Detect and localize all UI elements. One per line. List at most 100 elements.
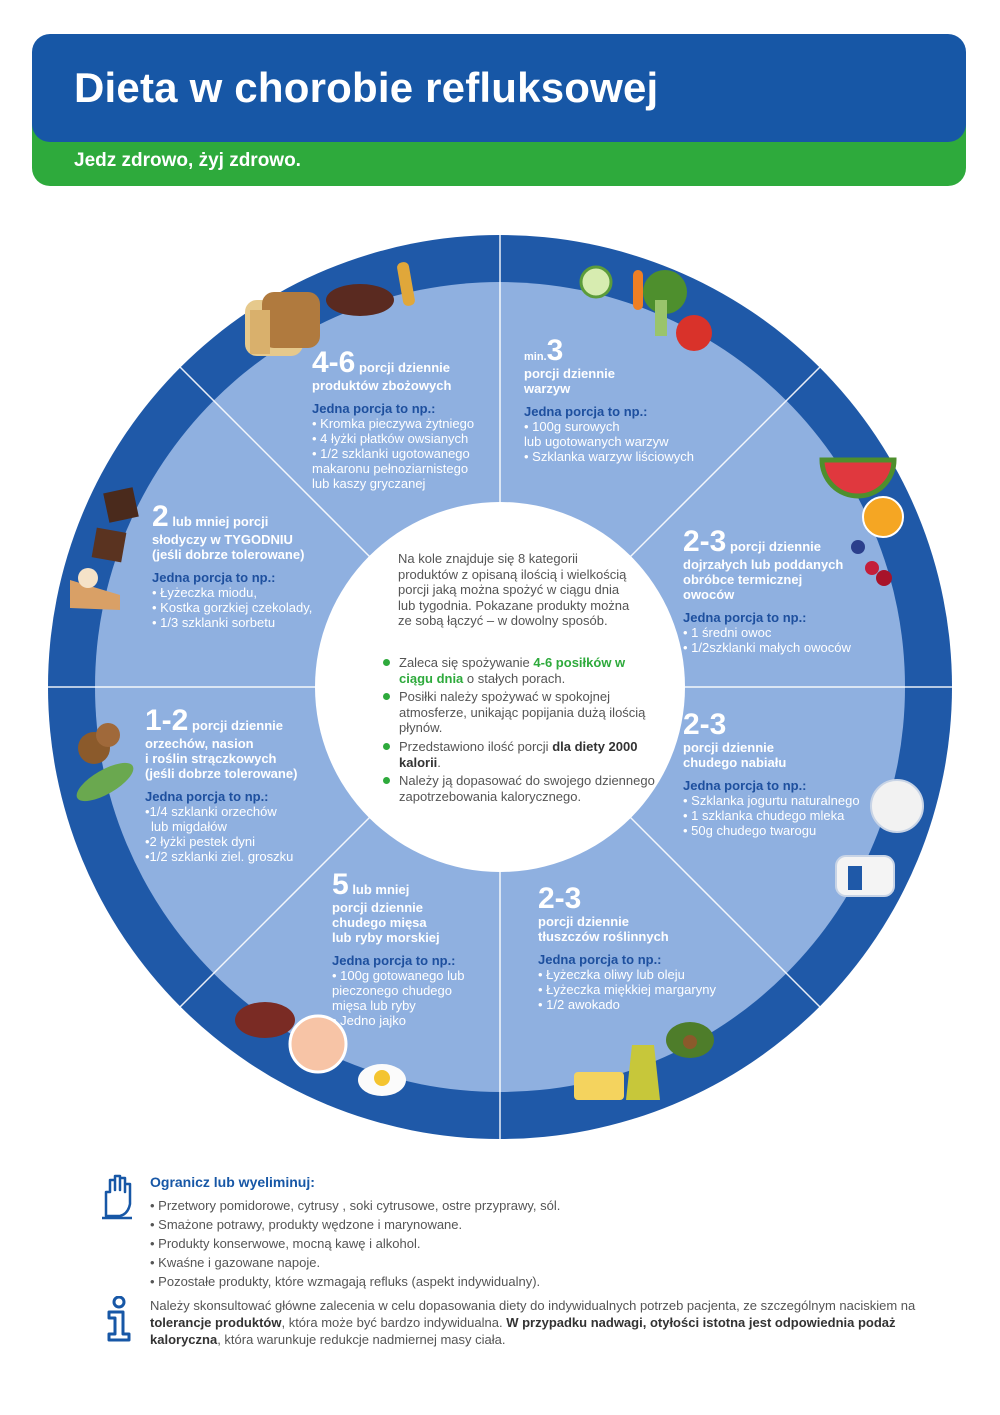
blueberry-icon [851, 540, 865, 554]
header-blue-band [32, 34, 966, 142]
list-item: • Łyżeczka miodu, [152, 585, 257, 600]
vegetables-head1: porcji dziennie [524, 366, 616, 381]
dairy-head1: porcji dziennie [683, 740, 775, 755]
info-note: Należy skonsultować główne zalecenia w c… [150, 1297, 960, 1348]
list-item: • 1 średni owoc [683, 625, 772, 640]
grains-head2: produktów zbożowych [312, 378, 452, 393]
vegetables-portion: 3 [546, 334, 564, 367]
list-item: • 1/2szklanki małych owoców [683, 640, 851, 655]
tomato-icon [676, 315, 712, 351]
list-item: • Kwaśne i gazowane napoje. [150, 1255, 321, 1270]
fruits-head2: dojrzałych lub poddanych [683, 557, 844, 572]
list-item: • 4 łyżki płatków owsianych [312, 431, 469, 446]
list-item: • Łyżeczka oliwy lub oleju [538, 967, 685, 982]
bullet-text: Przedstawiono ilość porcji [399, 739, 553, 754]
grains-portion: 4-6 [312, 346, 356, 379]
list-item: • 1/2 awokado [538, 997, 620, 1012]
sweets-sub: Jedna porcja to np.: [152, 570, 276, 585]
cherry-icon [865, 561, 892, 586]
segment-nuts: 1-2 porcji dziennie orzechów, nasion i r… [145, 704, 298, 865]
nuts-head3: i roślin strączkowych [145, 751, 277, 766]
fruits-head3: obróbce termicznej [683, 572, 803, 587]
list-item: • Smażone potrawy, produkty wędzone i ma… [150, 1217, 463, 1232]
dairy-portion: 2-3 [683, 708, 727, 741]
center-intro: Na kole znajduje się 8 kategorii produkt… [398, 551, 630, 628]
list-item: lub ugotowanych warzyw [524, 434, 669, 449]
center-bullet-meals: Zaleca się spożywanie 4-6 posiłków w cią… [383, 655, 655, 686]
list-item: • Jedno jajko [332, 1013, 406, 1028]
nuts-portion: 1-2 [145, 704, 189, 737]
fruits-portion: 2-3 [683, 525, 727, 558]
center-bullet-calories: Przedstawiono ilość porcji dla diety 200… [383, 739, 655, 770]
bullet-dot-icon [383, 777, 390, 784]
list-item: • Kromka pieczywa żytniego [312, 416, 475, 431]
sweets-head3: (jeśli dobrze tolerowane) [152, 547, 305, 562]
egg-icon [358, 1064, 406, 1096]
list-item: •1/2 szklanki ziel. groszku [145, 849, 294, 864]
list-item: • Łyżeczka miękkiej margaryny [538, 982, 716, 997]
list-item: lub migdałów [151, 819, 227, 834]
meat-portion: 5 [332, 868, 349, 901]
list-item: • 50g chudego twarogu [683, 823, 817, 838]
limit-title: Ogranicz lub wyeliminuj: [150, 1174, 315, 1190]
list-item: • 1 szklanka chudego mleka [683, 808, 845, 823]
cake-icon [70, 568, 120, 610]
fruits-head1: porcji dziennie [729, 539, 821, 554]
broccoli-icon [643, 270, 687, 336]
info-text: Należy skonsultować główne zalecenia w c… [150, 1298, 916, 1313]
chocolate-icon [91, 487, 139, 563]
orange-icon [862, 496, 904, 538]
bullet-bold: 4-6 posiłków w ciągu dnia [399, 655, 626, 686]
meat-sub: Jedna porcja to np.: [332, 953, 456, 968]
bullet-dot-icon [383, 743, 390, 750]
nuts-head1: porcji dziennie [191, 718, 283, 733]
info-bold: tolerancje produktów [150, 1315, 282, 1330]
list-item: • Kostka gorzkiej czekolady, [152, 600, 313, 615]
list-item: • 1/2 szklanki ugotowanego [312, 446, 470, 461]
carrot-icon [633, 270, 643, 310]
bullet-bold: dla diety 2000 kalorii [399, 739, 638, 770]
wheel-center-disc [315, 502, 685, 872]
bullet-text: o stałych porach. [463, 670, 566, 686]
bullet-dot-icon [383, 693, 390, 700]
fats-head1: porcji dziennie [538, 914, 630, 929]
list-item: • Pozostałe produkty, które wzmagają ref… [150, 1274, 541, 1289]
center-bullet-atmosphere: Posiłki należy spożywać w spokojnej atmo… [383, 689, 655, 736]
info-text: , która warunkuje redukcje nadmiernej ma… [217, 1332, 506, 1347]
fruits-head4: owoców [683, 587, 735, 602]
avocado-icon [666, 1022, 714, 1058]
sweets-head1: lub mniej porcji [172, 514, 269, 529]
info-text: , która może być bardzo indywidualna. [281, 1315, 507, 1330]
cucumber-icon [579, 265, 613, 299]
sweets-head2: słodyczy w TYGODNIU [152, 532, 293, 547]
bullet-text: Posiłki należy spożywać w spokojnej atmo… [399, 689, 646, 735]
list-item: • 100g gotowanego lub [332, 968, 465, 983]
list-item: pieczonego chudego [332, 983, 452, 998]
nuts-head2: orzechów, nasion [145, 736, 254, 751]
oil-bottle-icon [626, 1045, 660, 1100]
bullet-text: Należy ją dopasować do swojego dziennego… [399, 773, 655, 804]
list-item: •2 łyżki pestek dyni [145, 834, 256, 849]
fats-head2: tłuszczów roślinnych [538, 929, 669, 944]
vegetables-sub: Jedna porcja to np.: [524, 404, 648, 419]
list-item: • 1/3 szklanki sorbetu [152, 615, 276, 630]
list-item: lub kaszy gryczanej [312, 476, 426, 491]
bullet-text: . [437, 754, 441, 770]
meat-head3: chudego mięsa [332, 915, 427, 930]
nuts-head4: (jeśli dobrze tolerowane) [145, 766, 298, 781]
list-item: mięsa lub ryby [332, 998, 416, 1013]
list-item: • Produkty konserwowe, mocną kawę i alko… [150, 1236, 421, 1251]
nuts-sub: Jedna porcja to np.: [145, 789, 269, 804]
list-item: makaronu pełnoziarnistego [312, 461, 469, 476]
fats-sub: Jedna porcja to np.: [538, 952, 662, 967]
yogurt-icon [870, 779, 924, 833]
dairy-head2: chudego nabiału [683, 755, 787, 770]
info-bold: W przypadku nadwagi, otyłości istotna je… [150, 1315, 896, 1347]
salmon-icon [288, 1014, 348, 1074]
hand-stop-icon [102, 1174, 132, 1220]
grains-head1: porcji dziennie [358, 360, 450, 375]
meat-head1: lub mniej [352, 882, 410, 897]
page-subtitle: Jedz zdrowo, żyj zdrowo. [74, 150, 301, 171]
bullet-dot-icon [383, 659, 390, 666]
vegetables-prefix: min. [524, 351, 547, 363]
